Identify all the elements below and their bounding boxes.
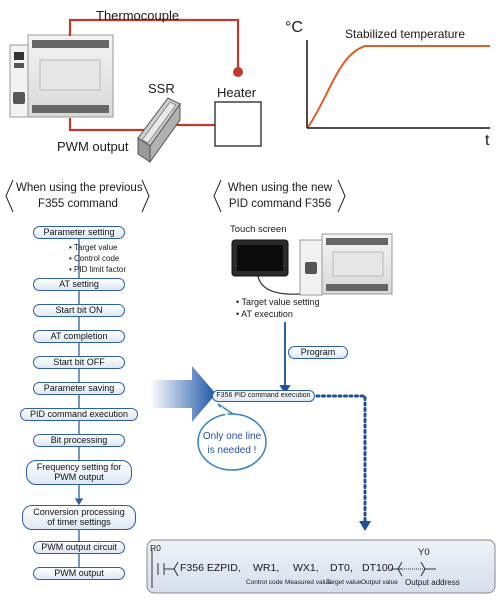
temperature-curve: [307, 45, 490, 128]
bullet-target-value: • Target value: [69, 243, 118, 252]
touch-screen-icon: [231, 239, 301, 295]
heater-box: [214, 101, 262, 147]
ssr-icon: [137, 97, 181, 164]
temperature-graph: [306, 40, 490, 129]
ladder-operand-wx1: WX1,: [293, 562, 319, 574]
note-control-code: Control code: [246, 579, 283, 586]
callout-bubble: [197, 403, 267, 471]
ladder-operand-wr1: WR1,: [253, 562, 280, 574]
thermocouple-wire: [68, 18, 240, 70]
ladder-lines: [151, 550, 436, 588]
comparison-arrow: [150, 366, 216, 422]
ladder-panel: [146, 539, 496, 594]
stabilized-temperature-label: Stabilized temperature: [345, 27, 466, 41]
plc-unit-icon: [9, 34, 114, 118]
new-heading-line1: When using the new: [227, 182, 333, 194]
callout-line2: is needed !: [207, 445, 257, 456]
graph-x-axis-label: t: [485, 132, 490, 149]
step-frequency-setting: Frequency setting for PWM output: [26, 460, 132, 485]
previous-heading-line2: F355 command: [38, 198, 118, 210]
step-start-bit-on: Start bit ON: [33, 304, 125, 317]
note-target-value: Target value: [326, 579, 362, 586]
step-at-setting: AT setting: [33, 278, 125, 291]
ladder-operand-dt100: DT100: [362, 562, 394, 574]
pwm-wire: [68, 118, 215, 132]
thermocouple-label: Thermocouple: [96, 8, 180, 23]
bullet-target-value-setting: • Target value setting: [236, 297, 320, 307]
ladder-operand-dt0: DT0,: [330, 562, 353, 574]
note-output-value: Output value: [361, 579, 398, 586]
graph-y-axis-label: °C: [285, 19, 303, 36]
step-bit-processing: Bit processing: [33, 434, 125, 447]
heater-label: Heater: [217, 85, 257, 100]
step-start-bit-off: Start bit OFF: [33, 356, 125, 369]
ladder-instruction: F356 EZPID,: [180, 562, 241, 574]
note-output-address: Output address: [405, 578, 460, 587]
step-conversion-line1: Conversion processing: [33, 506, 125, 517]
program-label: Program: [288, 346, 348, 359]
plc-unit-icon-2: [299, 233, 393, 296]
step-conversion-line2: of timer settings: [47, 516, 111, 527]
step-frequency-line1: Frequency setting for: [36, 461, 122, 472]
step-parameter-setting: Parameter setting: [33, 226, 125, 239]
pwm-output-label: PWM output: [57, 139, 129, 154]
note-measured-value: Measured value: [285, 579, 332, 586]
f356-command-pill: F356 PID command execution: [212, 390, 315, 402]
step-pwm-output: PWM output: [33, 567, 125, 580]
thermocouple-sensor: [233, 67, 243, 77]
step-conversion-processing: Conversion processing of timer settings: [22, 505, 136, 530]
bullet-pid-limit: • PID limit factor: [69, 265, 127, 274]
step-at-completion: AT completion: [33, 330, 125, 343]
ssr-label: SSR: [148, 81, 175, 96]
bullet-control-code: • Control code: [69, 254, 120, 263]
step-parameter-saving: Parameter saving: [33, 382, 125, 395]
bullet-at-execution: • AT execution: [236, 309, 293, 319]
callout-line1: Only one line: [202, 431, 262, 442]
touch-screen-label: Touch screen: [230, 224, 287, 235]
step-frequency-line2: PWM output: [54, 471, 104, 482]
dotted-link: [315, 394, 367, 524]
previous-heading-line1: When using the previous: [16, 182, 143, 194]
step-pwm-output-circuit: PWM output circuit: [33, 541, 125, 554]
step-pid-command-execution: PID command execution: [20, 408, 138, 421]
ladder-output-y0: Y0: [418, 547, 430, 558]
ladder-contact-r0: R0: [150, 543, 161, 553]
new-heading-line2: PID command F356: [228, 198, 332, 210]
